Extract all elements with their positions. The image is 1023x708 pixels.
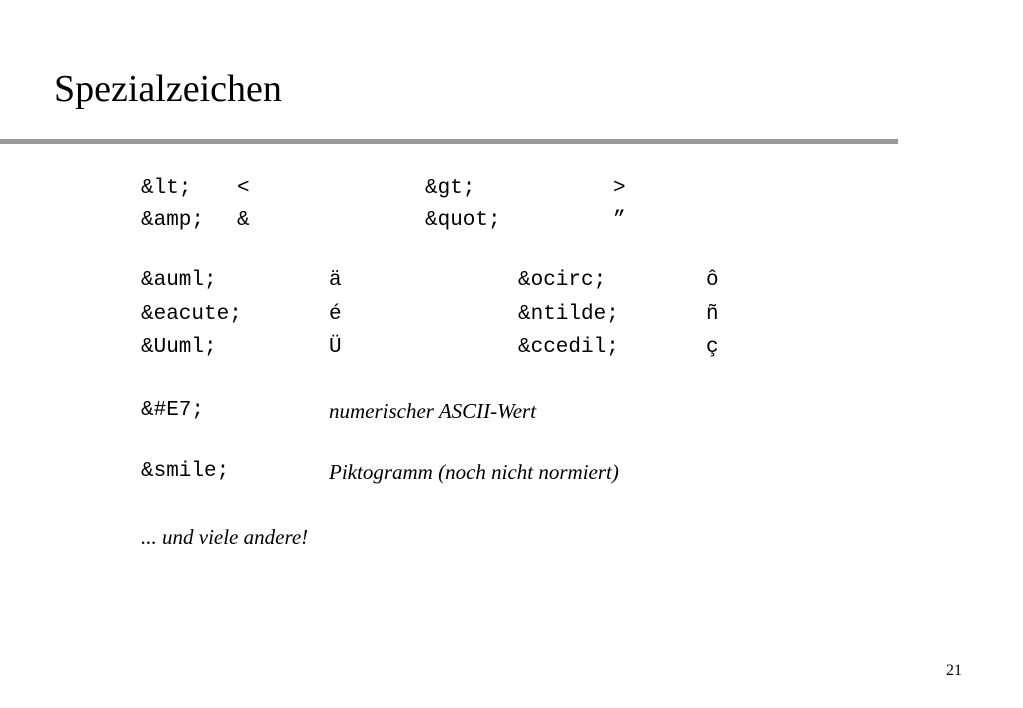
entity-char: é <box>329 303 342 326</box>
page-number: 21 <box>946 662 962 679</box>
entity-code: &#E7; <box>141 399 205 422</box>
entity-char: ñ <box>706 303 719 326</box>
entity-char: ç <box>706 336 719 359</box>
entity-code: &quot; <box>425 209 501 232</box>
entity-description: Piktogramm (noch nicht normiert) <box>329 460 619 484</box>
entity-char: < <box>237 177 250 200</box>
entity-char: ” <box>613 209 626 232</box>
entity-code: &auml; <box>141 269 217 292</box>
entity-code: &amp; <box>141 209 205 232</box>
entity-code: &ccedil; <box>518 336 619 359</box>
entity-code: &Uuml; <box>141 336 217 359</box>
entity-code: &smile; <box>141 460 230 483</box>
entity-description: numerischer ASCII-Wert <box>329 399 537 423</box>
entity-code: &ocirc; <box>518 269 607 292</box>
entity-code: &eacute; <box>141 303 242 326</box>
entity-code: &gt; <box>425 177 476 200</box>
entity-code: &ntilde; <box>518 303 619 326</box>
footer-note: ... und viele andere! <box>141 525 309 549</box>
slide-title: Spezialzeichen <box>54 68 282 110</box>
entity-char: ä <box>329 269 342 292</box>
entity-code: &lt; <box>141 177 192 200</box>
entity-char: ô <box>706 269 719 292</box>
entity-char: Ü <box>329 336 342 359</box>
entity-char: > <box>613 177 626 200</box>
title-divider <box>0 139 898 144</box>
entity-char: & <box>237 209 250 232</box>
